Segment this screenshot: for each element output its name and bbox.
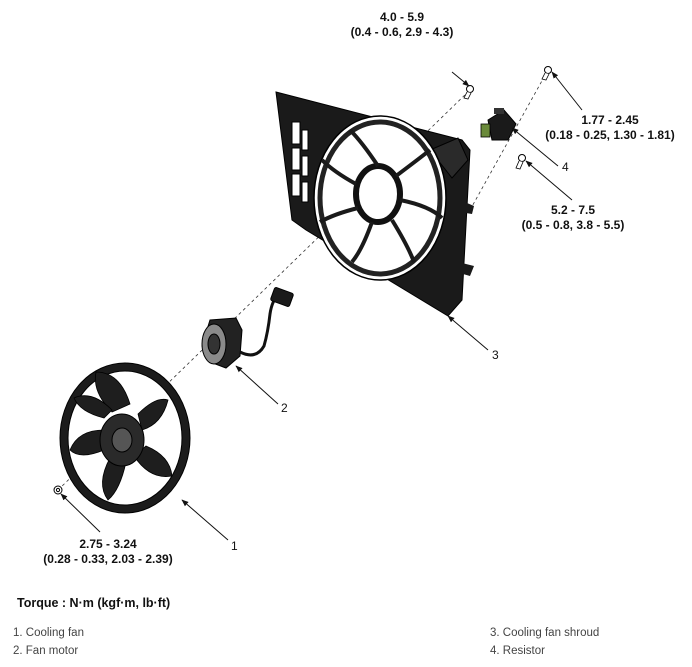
screw-shroud <box>515 154 526 170</box>
callout-number-1: 1 <box>231 539 238 553</box>
nut-fan <box>53 485 63 495</box>
callout-number-4: 4 <box>562 160 569 174</box>
torque-spec-resistor-screw: 1.77 - 2.45 (0.18 - 0.25, 1.30 - 1.81) <box>532 113 688 143</box>
leader-fan-motor <box>235 365 279 405</box>
resistor <box>480 108 517 141</box>
leader-cooling-fan <box>181 499 229 541</box>
legend-item-cooling-fan: 1. Cooling fan <box>13 627 84 639</box>
torque-spec-value: 5.2 - 7.5 <box>550 203 596 217</box>
torque-spec-value: 1.77 - 2.45 <box>581 113 639 127</box>
leader-resistor <box>511 127 559 167</box>
screw-top <box>463 85 474 100</box>
torque-spec-conversion: (0.4 - 0.6, 2.9 - 4.3) <box>350 25 454 39</box>
legend-item-resistor: 4. Resistor <box>490 645 545 657</box>
screw-resistor <box>541 66 552 81</box>
torque-spec-top-screw: 4.0 - 5.9 (0.4 - 0.6, 2.9 - 4.3) <box>322 10 482 40</box>
assembly-centerline-right <box>469 69 549 211</box>
leader-resistor-screw <box>551 71 583 111</box>
torque-spec-conversion: (0.28 - 0.33, 2.03 - 2.39) <box>43 552 173 566</box>
fan-motor <box>201 287 294 369</box>
legend-item-cooling-fan-shroud: 3. Cooling fan shroud <box>490 627 600 639</box>
cooling-fan-shroud <box>275 91 474 317</box>
callout-number-3: 3 <box>492 348 499 362</box>
leader-top-screw <box>451 71 470 87</box>
legend-item-fan-motor: 2. Fan motor <box>13 645 79 657</box>
torque-spec-conversion: (0.5 - 0.8, 3.8 - 5.5) <box>521 218 625 232</box>
torque-units-label: Torque : N·m (kgf·m, lb·ft) <box>17 596 171 610</box>
torque-spec-shroud-screw: 5.2 - 7.5 (0.5 - 0.8, 3.8 - 5.5) <box>508 203 638 233</box>
leader-fan-nut <box>60 493 101 533</box>
cooling-fan <box>59 362 191 514</box>
torque-spec-value: 4.0 - 5.9 <box>379 10 425 24</box>
torque-spec-fan-nut: 2.75 - 3.24 (0.28 - 0.33, 2.03 - 2.39) <box>28 537 188 567</box>
torque-spec-value: 2.75 - 3.24 <box>79 537 137 551</box>
torque-spec-conversion: (0.18 - 0.25, 1.30 - 1.81) <box>545 128 675 142</box>
exploded-view-diagram <box>53 66 583 541</box>
leader-shroud-screw <box>525 160 573 201</box>
callout-number-2: 2 <box>281 401 288 415</box>
leader-shroud <box>447 315 489 351</box>
